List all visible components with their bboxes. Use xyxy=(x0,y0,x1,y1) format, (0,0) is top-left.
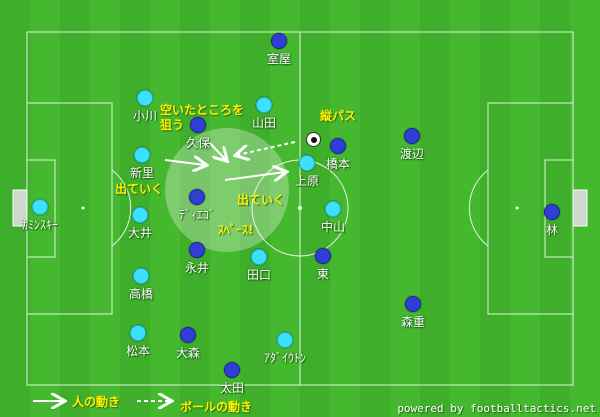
player-marker xyxy=(315,248,331,264)
credit-text: powered by footballtactics.net xyxy=(397,402,596,415)
legend-ball-movement: ボールの動き xyxy=(180,400,253,414)
annotation-vertical-pass: 縦パス xyxy=(320,109,357,123)
move-arrow xyxy=(164,160,205,165)
annotation-aim-space: 空いたところを 狙う xyxy=(160,103,245,132)
player-name: 松本 xyxy=(125,344,151,358)
player-marker xyxy=(299,155,315,171)
move-arrow xyxy=(204,137,226,160)
player-marker xyxy=(405,296,421,312)
pass-arrow xyxy=(237,141,296,155)
player-marker xyxy=(133,268,149,284)
annotation-go-out-left: 出ていく xyxy=(115,182,164,196)
player-marker xyxy=(190,117,206,133)
player-name: 小川 xyxy=(132,109,158,123)
player-name: ｶﾐﾝｽｷｰ xyxy=(21,218,59,232)
player-marker xyxy=(137,90,153,106)
player-name: 大井 xyxy=(127,226,153,240)
player-marker xyxy=(277,332,293,348)
player-marker xyxy=(130,325,146,341)
player-marker xyxy=(325,201,341,217)
player-name: 田口 xyxy=(246,268,272,282)
player-name: 林 xyxy=(545,223,559,237)
player-name: 大森 xyxy=(175,346,201,360)
player-marker xyxy=(271,33,287,49)
player-marker xyxy=(330,138,346,154)
move-arrow xyxy=(224,172,285,180)
player-name: 森重 xyxy=(400,315,426,329)
player-name: ｱﾀﾞｲｳﾄﾝ xyxy=(263,351,307,365)
player-name: 室屋 xyxy=(266,52,292,66)
player-marker xyxy=(256,97,272,113)
player-marker xyxy=(189,189,205,205)
annotation-go-out-center: 出ていく xyxy=(237,193,286,207)
player-marker xyxy=(134,147,150,163)
player-marker xyxy=(32,199,48,215)
ball-icon xyxy=(306,132,321,147)
player-name: 山田 xyxy=(251,116,277,130)
player-name: 久保 xyxy=(185,136,211,150)
annotation-space: ｽﾍﾟｰｽ! xyxy=(218,223,254,237)
player-name: 太田 xyxy=(219,381,245,395)
player-name: 中山 xyxy=(320,220,346,234)
player-marker xyxy=(132,207,148,223)
player-marker xyxy=(544,204,560,220)
player-marker xyxy=(180,327,196,343)
player-marker xyxy=(404,128,420,144)
player-marker xyxy=(189,242,205,258)
player-name: 渡辺 xyxy=(399,147,425,161)
player-marker xyxy=(251,249,267,265)
player-name: 高橋 xyxy=(128,287,154,301)
player-name: 新里 xyxy=(129,166,155,180)
player-name: 永井 xyxy=(184,261,210,275)
player-name: 上原 xyxy=(294,174,320,188)
player-marker xyxy=(224,362,240,378)
legend-person-movement: 人の動き xyxy=(72,395,121,409)
player-name: 橋本 xyxy=(325,157,351,171)
player-name: ﾃﾞｨｴｺﾞ xyxy=(178,208,216,222)
player-name: 東 xyxy=(316,267,330,281)
